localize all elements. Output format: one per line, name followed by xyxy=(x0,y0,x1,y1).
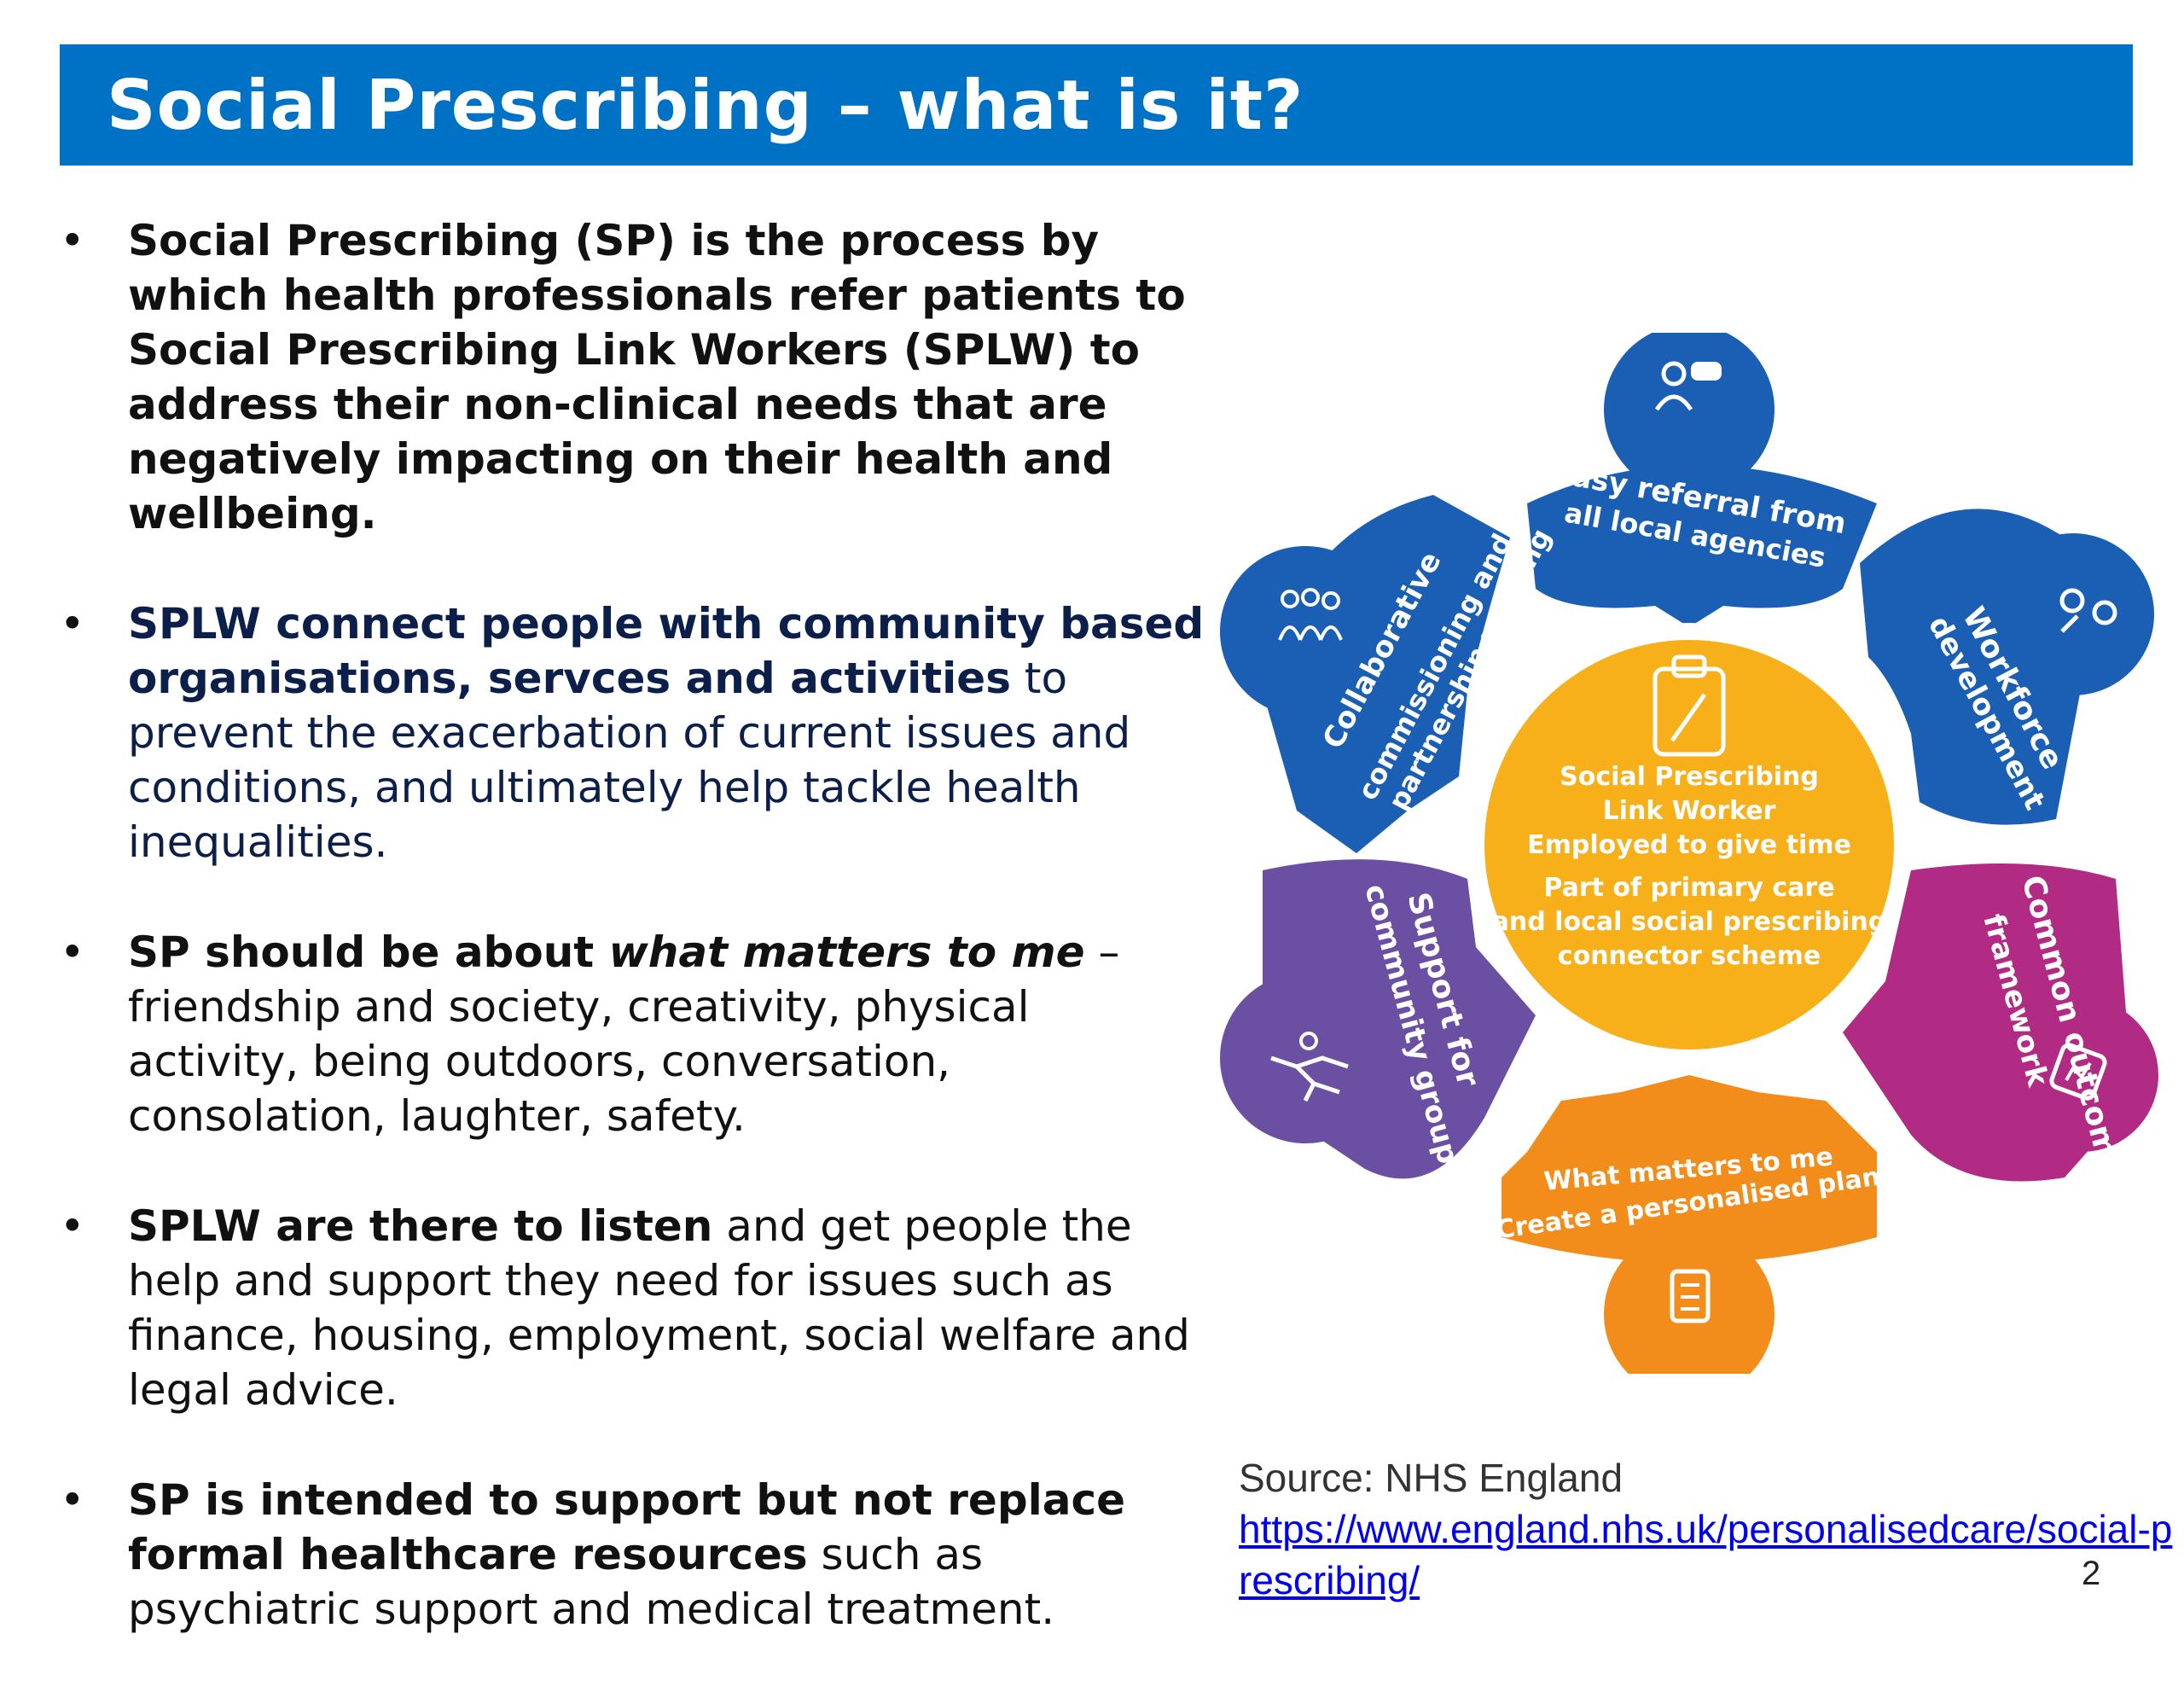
center-hub: Social Prescribing Link Worker Employed … xyxy=(1467,623,1911,1067)
title-bar: Social Prescribing – what is it? xyxy=(60,44,2133,166)
center-line4: Part of primary care xyxy=(1543,873,1834,903)
group-icon xyxy=(1278,588,1343,641)
page-number: 2 xyxy=(2082,1555,2101,1592)
bullet-item: • Social Prescribing (SP) is the process… xyxy=(51,213,1211,541)
bullet-4-bold: SPLW are there to listen xyxy=(128,1201,713,1251)
bullet-5-text: such as psychiatric support and medical … xyxy=(128,1530,1055,1634)
bullet-dot: • xyxy=(60,1475,85,1525)
bullet-2-text: to prevent the exacerbation of current i… xyxy=(128,654,1131,867)
bullet-item: • SPLW are there to listen and get peopl… xyxy=(51,1199,1211,1417)
bullet-4-text: and get people the help and support they… xyxy=(128,1201,1190,1415)
diagram-svg: Easy referral from all local agencies Wo… xyxy=(1220,333,2158,1374)
petal-workforce: Workforce development xyxy=(1860,509,2154,825)
source-link[interactable]: https://www.england.nhs.uk/personalisedc… xyxy=(1239,1507,2173,1602)
bullet-3-text: – friendship and society, creativity, ph… xyxy=(128,927,1120,1141)
petal-common-outcomes: Common outcomes framework xyxy=(1843,863,2158,1199)
slide-title: Social Prescribing – what is it? xyxy=(107,65,1304,145)
bullet-3-emphasis: what matters to me xyxy=(608,927,1085,977)
center-line3: Employed to give time xyxy=(1527,830,1851,860)
clipboard-pen-icon xyxy=(1653,654,1726,757)
bullet-dot: • xyxy=(60,927,85,977)
petal-what-matters: What matters to me Create a personalised… xyxy=(1494,1075,1882,1374)
bullet-item: • SP should be about what matters to me … xyxy=(51,925,1211,1143)
community-icon xyxy=(1270,1032,1349,1102)
bullet-list: • Social Prescribing (SP) is the process… xyxy=(51,213,1211,1692)
petal-community-groups: Support for community groups xyxy=(1220,859,1536,1184)
center-line5: and local social prescribing xyxy=(1492,907,1887,937)
bullet-5-bold: SP is intended to support but not replac… xyxy=(128,1475,1126,1579)
bullet-dot: • xyxy=(60,599,85,648)
bullet-2-bold: SPLW connect people with community based… xyxy=(128,599,1205,703)
checklist-icon xyxy=(1670,1269,1711,1323)
social-prescribing-diagram: Easy referral from all local agencies Wo… xyxy=(1211,333,2167,1374)
bullet-item: • SPLW connect people with community bas… xyxy=(51,596,1211,869)
bullet-1-text: Social Prescribing (SP) is the process b… xyxy=(128,216,1186,538)
center-line2: Link Worker xyxy=(1603,796,1776,826)
workforce-icon xyxy=(2059,588,2117,633)
bullet-dot: • xyxy=(60,1201,85,1251)
bullet-item: • SP is intended to support but not repl… xyxy=(51,1473,1211,1637)
source-citation: Source: NHS England https://www.england.… xyxy=(1239,1452,2177,1606)
center-line6: connector scheme xyxy=(1558,941,1821,971)
source-label: Source: NHS England xyxy=(1239,1456,1623,1500)
center-line1: Social Prescribing xyxy=(1560,762,1819,792)
people-chat-icon xyxy=(1654,361,1722,411)
petal-easy-referral: Easy referral from all local agencies xyxy=(1527,333,1877,627)
bullet-3-bold: SP should be about xyxy=(128,927,609,977)
outcomes-icon xyxy=(2049,1043,2107,1101)
bullet-dot: • xyxy=(60,216,85,265)
